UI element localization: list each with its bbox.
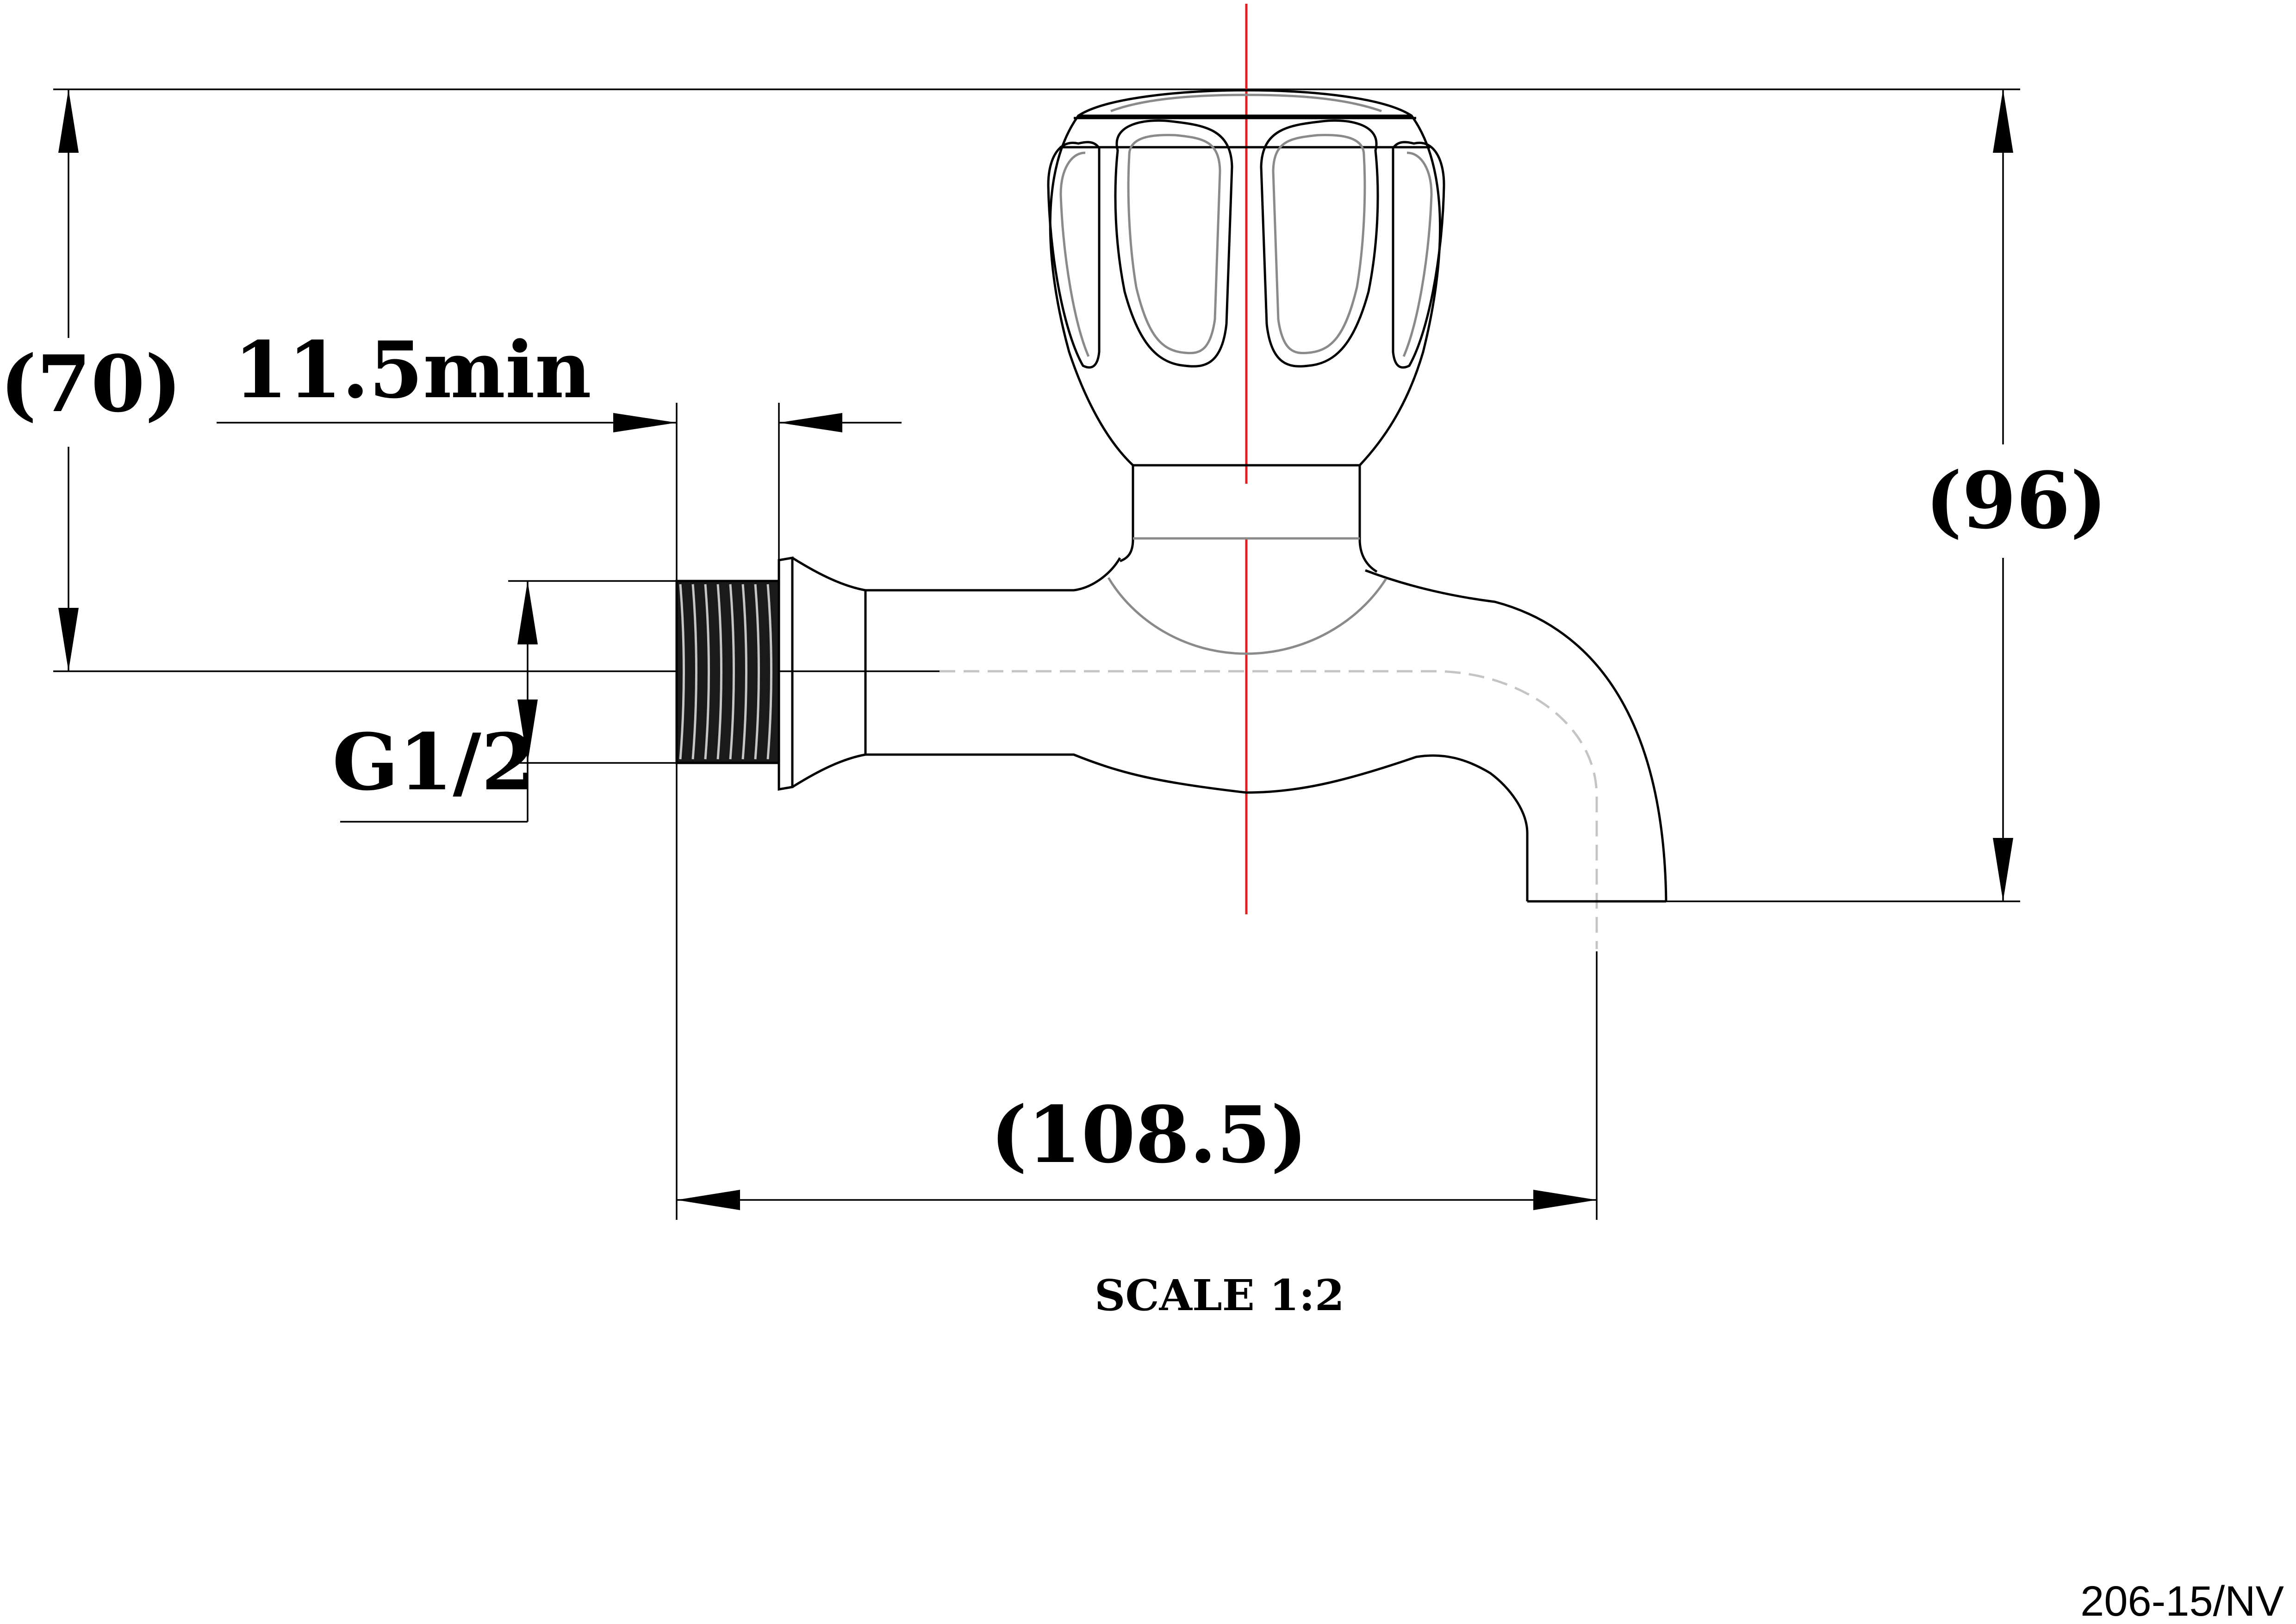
tap-drawing — [675, 89, 1668, 903]
bonnet-right — [1358, 465, 1378, 573]
handle-outline — [1049, 114, 1442, 467]
g12-arrow-top — [517, 581, 538, 644]
grip-flute-outer-right — [1392, 141, 1445, 369]
dim-108-arrow-left — [677, 1190, 740, 1210]
dim-thread-arrow-left — [613, 413, 677, 432]
thread-pitch-lines — [679, 584, 772, 760]
scale-label: SCALE 1:2 — [1095, 1270, 1344, 1320]
grip-flute-center-right — [1260, 119, 1379, 368]
dim-thread-arrow-right — [779, 413, 842, 432]
handle-cap — [1077, 89, 1412, 117]
dim-108-arrow-right — [1533, 1190, 1597, 1210]
dim-label-g12: G1/2 — [332, 716, 535, 808]
pipe-bottom-edge — [865, 753, 1529, 901]
dim-96-arrow-bottom — [1993, 838, 2013, 901]
body-bulge-curve — [1107, 577, 1388, 655]
hidden-water-path — [940, 670, 1598, 949]
bonnet-left — [1120, 465, 1134, 562]
grip-flute-center-left-inner — [1127, 134, 1221, 355]
dimension-lines — [53, 88, 2020, 1220]
threaded-connector — [675, 580, 780, 764]
dim-label-108-5: (108.5) — [990, 1089, 1307, 1181]
dim-96-arrow-top — [1993, 89, 2013, 153]
dim-label-96: (96) — [1925, 455, 2107, 546]
handle — [1047, 89, 1445, 467]
thread-body — [675, 580, 780, 764]
annotations: (70) 11.5min G1/2 (96) (108.5) SCALE 1:2… — [0, 324, 2284, 1624]
drawing-code: 206-15/NV — [2080, 1578, 2284, 1624]
handle-cap-rim — [1110, 94, 1382, 112]
grip-flute-center-right-inner — [1272, 134, 1366, 355]
dim-70-arrow-top — [58, 89, 79, 153]
grip-flute-outer-right-inner — [1402, 151, 1433, 357]
flange — [778, 556, 794, 791]
dim-70-arrow-bottom — [58, 608, 79, 671]
grip-flute-outer-left-inner — [1059, 151, 1090, 357]
spout-outer-edge — [1365, 569, 1668, 902]
pipe-top-edge — [865, 557, 1121, 592]
dim-label-thread-length: 11.5min — [234, 324, 591, 416]
grip-flute-center-left — [1114, 119, 1233, 368]
flange-collar — [791, 556, 867, 788]
dim-label-70: (70) — [0, 338, 182, 430]
hidden-flow-path — [940, 670, 1598, 949]
g12-arrow-bottom — [517, 700, 538, 763]
grip-flute-outer-left — [1047, 141, 1101, 369]
